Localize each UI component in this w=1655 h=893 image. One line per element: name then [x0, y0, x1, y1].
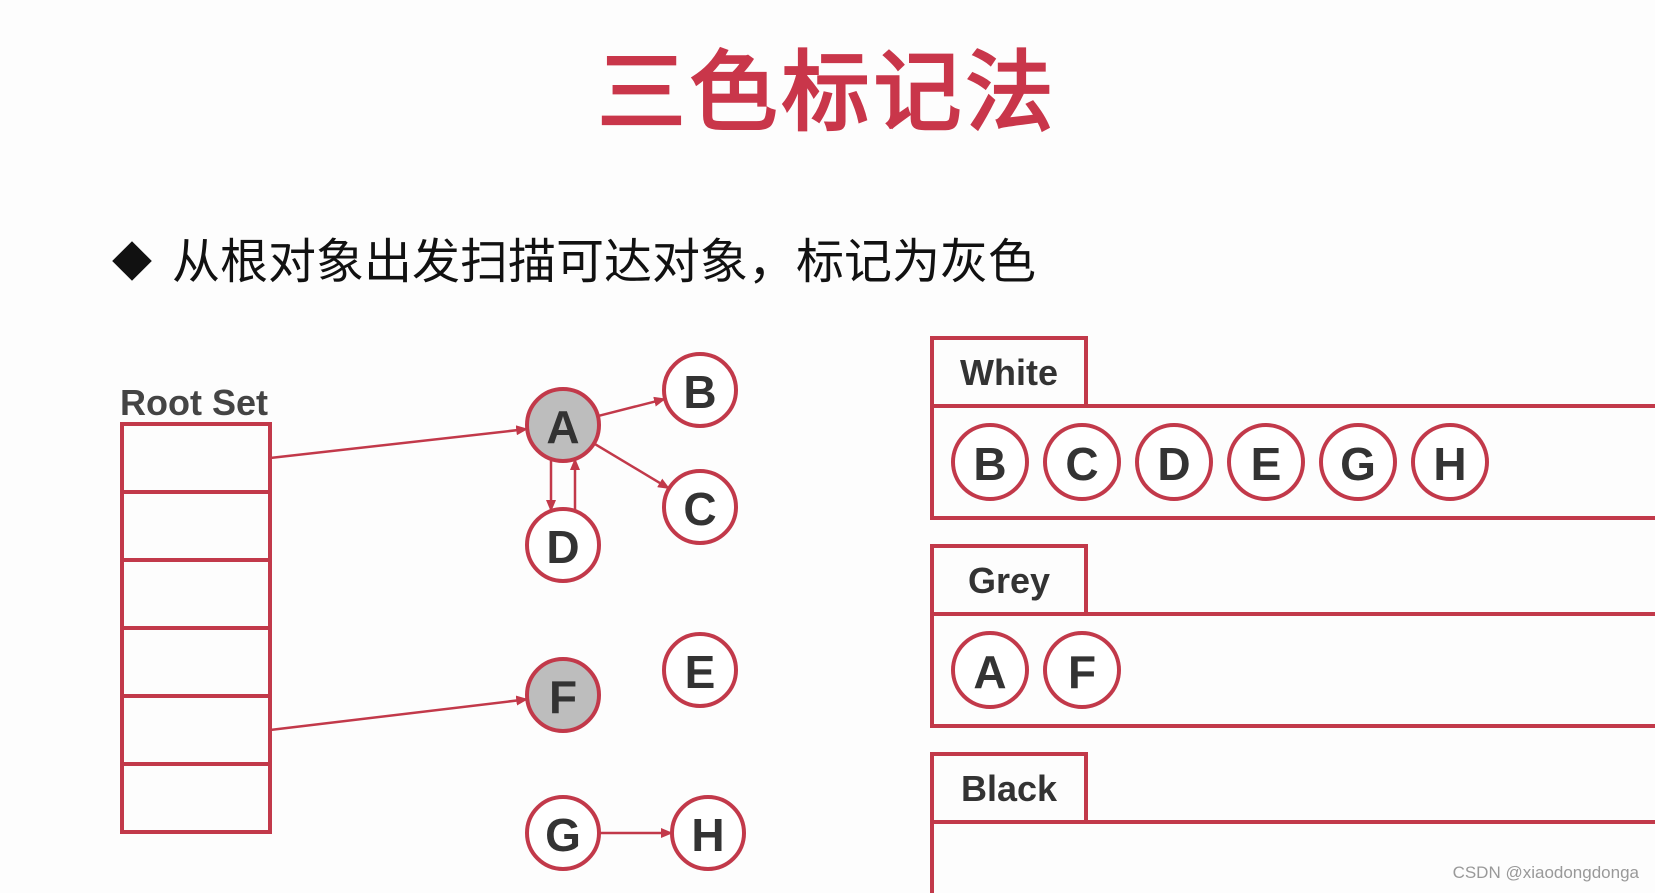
root-set-label: Root Set: [120, 382, 268, 423]
set-member-D: D: [1135, 423, 1213, 501]
node-F: F: [525, 657, 601, 733]
set-member-B: B: [951, 423, 1029, 501]
member-label: G: [1340, 438, 1376, 490]
node-circle: [670, 795, 746, 871]
member-circle: [951, 631, 1029, 709]
page-title: 三色标记法: [597, 41, 1058, 144]
member-label: B: [973, 438, 1006, 490]
set-label: Black: [961, 768, 1058, 809]
node-circle: [662, 352, 738, 428]
bullet-point: 从根对象出发扫描可达对象，标记为灰色: [108, 222, 1036, 292]
member-label: E: [1251, 438, 1282, 490]
node-label: G: [545, 809, 581, 861]
node-circle: [525, 507, 601, 583]
node-C: C: [662, 469, 738, 545]
root-set: [120, 422, 272, 834]
node-H: H: [670, 795, 746, 871]
edge-A-B: [597, 396, 667, 418]
member-circle: [1043, 423, 1121, 501]
node-label: E: [685, 646, 716, 698]
set-label: White: [960, 352, 1058, 393]
member-label: F: [1068, 646, 1096, 698]
watermark: CSDN @xiaodongdonga: [1452, 863, 1639, 882]
set-member-H: H: [1411, 423, 1489, 501]
set-body: [930, 820, 1655, 893]
set-body: [930, 612, 1655, 728]
member-circle: [1135, 423, 1213, 501]
node-label: A: [546, 401, 579, 453]
set-member-E: E: [1227, 423, 1305, 501]
node-E: E: [662, 632, 738, 708]
node-label: B: [683, 366, 716, 418]
node-D: D: [525, 507, 601, 583]
member-label: A: [973, 646, 1006, 698]
edge-root-0-A: [269, 425, 529, 460]
member-label: C: [1065, 438, 1098, 490]
root-set-slot: [120, 694, 272, 766]
edge-root-4-F: [269, 695, 529, 732]
node-label: H: [691, 809, 724, 861]
member-circle: [1227, 423, 1305, 501]
node-circle: [662, 469, 738, 545]
root-set-slot: [120, 626, 272, 698]
set-label: Grey: [968, 560, 1050, 601]
nodes: A B C D E F G H: [525, 352, 746, 871]
node-label: D: [546, 521, 579, 573]
member-label: D: [1157, 438, 1190, 490]
node-circle: [525, 387, 601, 463]
set-member-A: A: [951, 631, 1029, 709]
member-label: H: [1433, 438, 1466, 490]
node-A: A: [525, 387, 601, 463]
node-circle: [525, 795, 601, 871]
node-G: G: [525, 795, 601, 871]
set-body: [930, 404, 1655, 520]
edge-A-C: [593, 442, 670, 490]
root-set-slot: [120, 422, 272, 494]
bullet-text: 从根对象出发扫描可达对象，标记为灰色: [172, 234, 1037, 290]
member-circle: [1411, 423, 1489, 501]
edges: [269, 396, 673, 838]
root-set-slot: [120, 558, 272, 630]
member-circle: [951, 423, 1029, 501]
root-set-slot: [120, 490, 272, 562]
root-set-slot: [120, 762, 272, 834]
set-black: Black: [930, 752, 1655, 893]
node-label: C: [683, 483, 716, 535]
node-B: B: [662, 352, 738, 428]
node-circle: [662, 632, 738, 708]
member-circle: [1043, 631, 1121, 709]
set-member-F: F: [1043, 631, 1121, 709]
set-member-C: C: [1043, 423, 1121, 501]
node-circle: [525, 657, 601, 733]
member-circle: [1319, 423, 1397, 501]
set-member-G: G: [1319, 423, 1397, 501]
node-label: F: [549, 671, 577, 723]
